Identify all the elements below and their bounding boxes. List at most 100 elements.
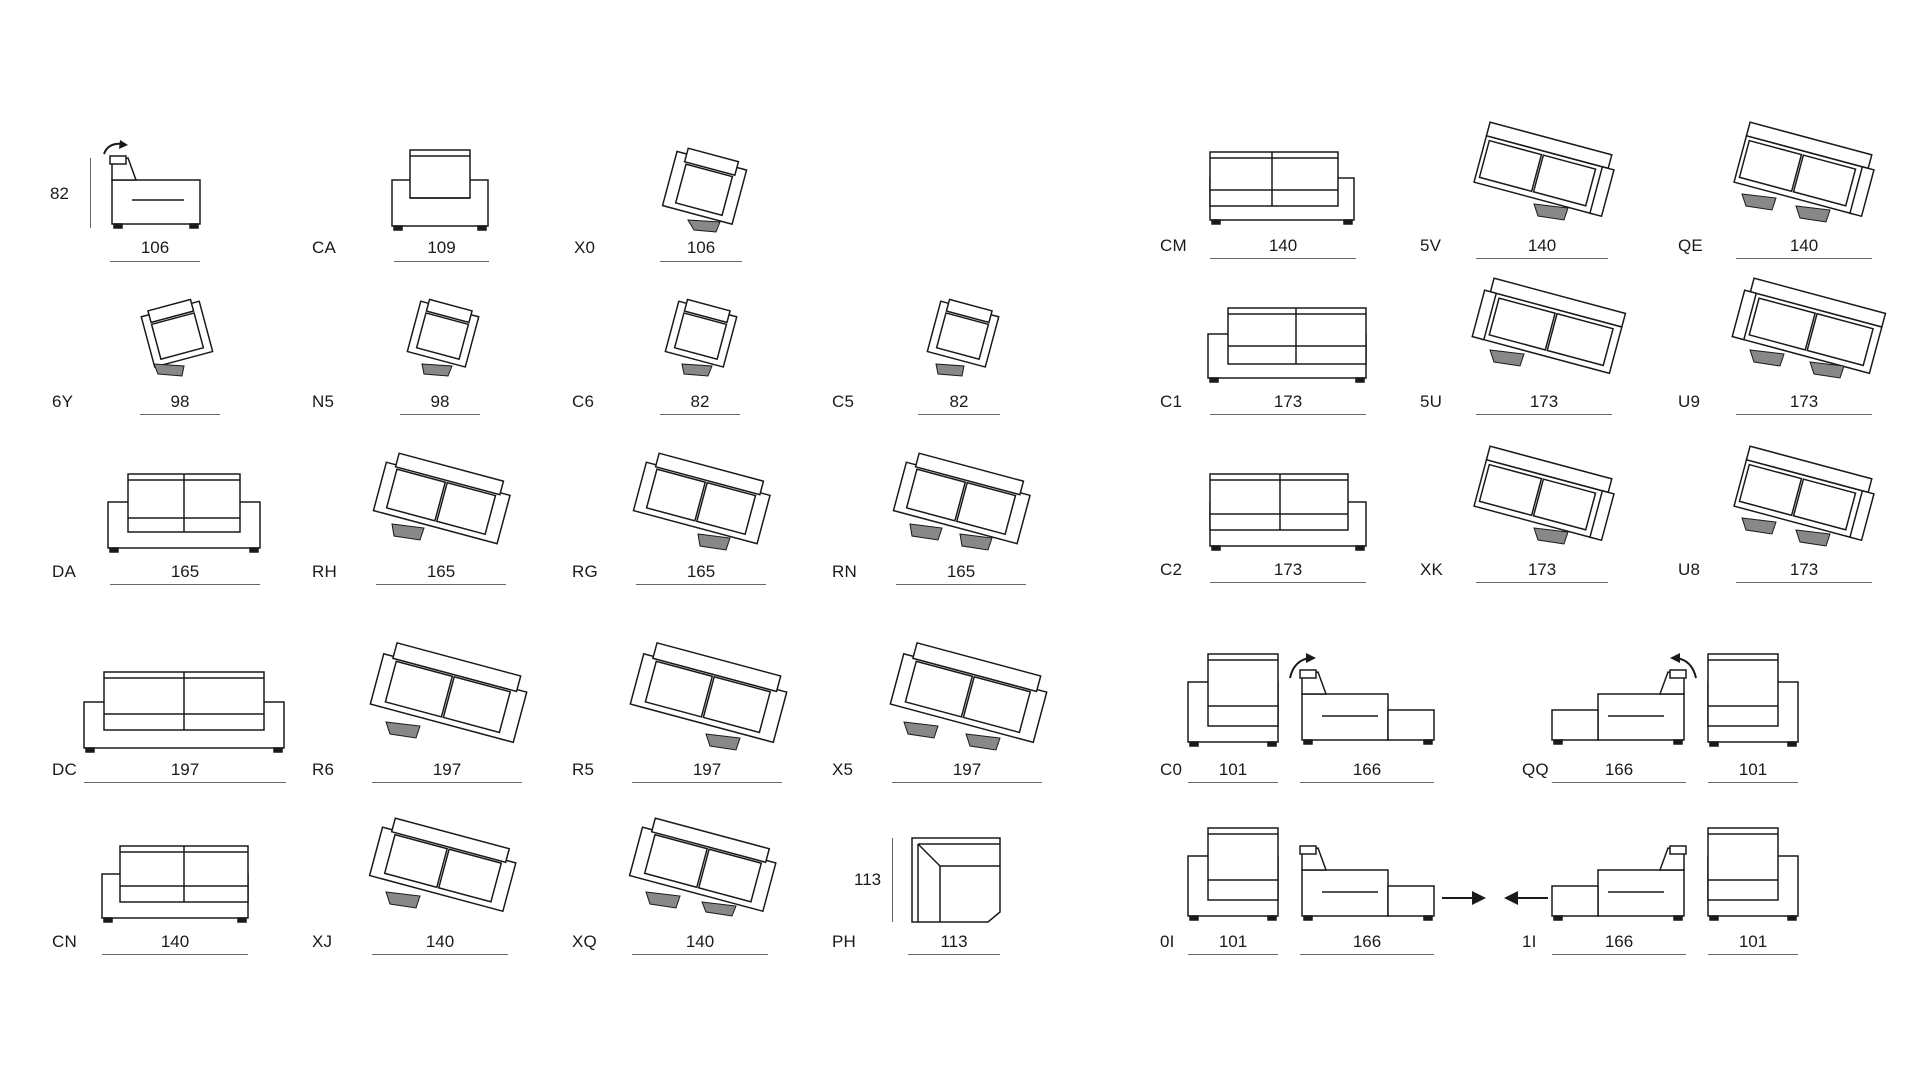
code-label: CN xyxy=(52,932,77,951)
tilted-two-seat-sofa-figure xyxy=(632,452,771,551)
sofa-with-right-arm-figure xyxy=(1209,473,1367,551)
code-label: R6 xyxy=(312,760,335,779)
armchair-module-mirrored-figure xyxy=(1707,827,1799,921)
code-label: RH xyxy=(312,562,337,581)
code-label: X0 xyxy=(574,238,596,257)
width-line xyxy=(1552,954,1686,955)
width-line xyxy=(1708,782,1798,783)
width-label: 197 xyxy=(952,760,982,779)
width-label: 113 xyxy=(940,932,968,951)
width-label: 140 xyxy=(1789,236,1819,255)
code-label: CM xyxy=(1160,236,1187,255)
width-line xyxy=(372,782,522,783)
width-line xyxy=(1736,258,1872,259)
armless-tilted-figure xyxy=(406,298,480,377)
sofa-with-left-arm-figure xyxy=(1207,307,1367,383)
recliner-chaise-module-figure xyxy=(1289,653,1435,745)
code-label: C0 xyxy=(1160,760,1183,779)
armless-tilted-figure xyxy=(140,298,214,377)
width-label: 140 xyxy=(425,932,455,951)
three-seat-sofa-figure xyxy=(83,671,285,753)
width-line xyxy=(1210,414,1366,415)
recliner-side-view-figure xyxy=(103,140,201,229)
width-line xyxy=(636,584,766,585)
width-line xyxy=(632,954,768,955)
width-label: 197 xyxy=(692,760,722,779)
width-line xyxy=(892,782,1042,783)
width-line xyxy=(372,954,508,955)
code-label: U8 xyxy=(1678,560,1701,579)
width-line xyxy=(660,261,742,262)
width-line xyxy=(1210,258,1356,259)
tilted-two-seat-narrow-figure xyxy=(628,817,777,917)
width-line xyxy=(1552,782,1686,783)
tilted-two-seat-sofa-figure xyxy=(372,452,511,545)
width-label: 173 xyxy=(1789,392,1819,411)
width-label: 173 xyxy=(1273,392,1303,411)
height-bar xyxy=(892,838,893,922)
width-label: 166 xyxy=(1352,932,1382,951)
width-label: 101 xyxy=(1738,932,1768,951)
width-line xyxy=(110,584,260,585)
width-line xyxy=(660,414,740,415)
corner-unit-figure xyxy=(911,837,1001,923)
arrow-left-icon xyxy=(1504,891,1548,905)
code-label: 0I xyxy=(1160,932,1175,951)
width-label: 165 xyxy=(686,562,716,581)
width-line xyxy=(632,782,782,783)
recline-arrow-icon xyxy=(1306,653,1316,663)
code-label: RG xyxy=(572,562,598,581)
width-line xyxy=(1476,582,1608,583)
width-label: 98 xyxy=(430,392,450,411)
width-label: 166 xyxy=(1604,932,1634,951)
width-label: 173 xyxy=(1529,392,1559,411)
width-label: 197 xyxy=(170,760,200,779)
width-line xyxy=(84,782,286,783)
width-line xyxy=(102,954,248,955)
code-label: R5 xyxy=(572,760,595,779)
two-seat-sofa-figure xyxy=(107,473,261,553)
width-line xyxy=(1736,582,1872,583)
width-label: 166 xyxy=(1352,760,1382,779)
armchair-module-mirrored-figure xyxy=(1707,653,1799,747)
tilted-two-seat-sofa-figure xyxy=(892,452,1031,551)
tilted-three-seat-sofa-figure xyxy=(369,641,528,744)
width-label: 101 xyxy=(1218,760,1248,779)
two-seat-sofa-narrow-figure xyxy=(101,845,249,923)
width-line xyxy=(918,414,1000,415)
width-label: 173 xyxy=(1789,560,1819,579)
width-label: 165 xyxy=(426,562,456,581)
width-line xyxy=(1476,258,1608,259)
armchair-module-figure xyxy=(1187,827,1279,921)
width-line xyxy=(1736,414,1872,415)
width-label: 140 xyxy=(1268,236,1298,255)
one-arm-tilted-figure xyxy=(1473,121,1615,221)
width-label: 166 xyxy=(1604,760,1634,779)
code-label: XJ xyxy=(312,932,333,951)
code-label: U9 xyxy=(1678,392,1701,411)
width-label: 165 xyxy=(946,562,976,581)
code-label: 5V xyxy=(1420,236,1442,255)
arrow-right-icon xyxy=(1442,891,1486,905)
code-label: XK xyxy=(1420,560,1444,579)
code-label: CA xyxy=(312,238,337,257)
armless-tilted-figure xyxy=(926,298,1000,377)
one-arm-tilted-figure xyxy=(1733,445,1875,547)
code-label: DA xyxy=(52,562,77,581)
code-label: DC xyxy=(52,760,77,779)
height-bar xyxy=(90,158,91,228)
code-label: C1 xyxy=(1160,392,1183,411)
width-line xyxy=(1708,954,1798,955)
width-line xyxy=(1188,954,1278,955)
width-line xyxy=(1476,414,1612,415)
one-arm-tilted-figure xyxy=(1473,445,1615,545)
width-label: 173 xyxy=(1527,560,1557,579)
width-line xyxy=(1300,954,1434,955)
code-label: 5U xyxy=(1420,392,1443,411)
code-label: N5 xyxy=(312,392,335,411)
recliner-chaise-module-mirrored-figure xyxy=(1551,653,1697,745)
width-line xyxy=(376,584,506,585)
width-line xyxy=(1300,782,1434,783)
width-label: 165 xyxy=(170,562,200,581)
